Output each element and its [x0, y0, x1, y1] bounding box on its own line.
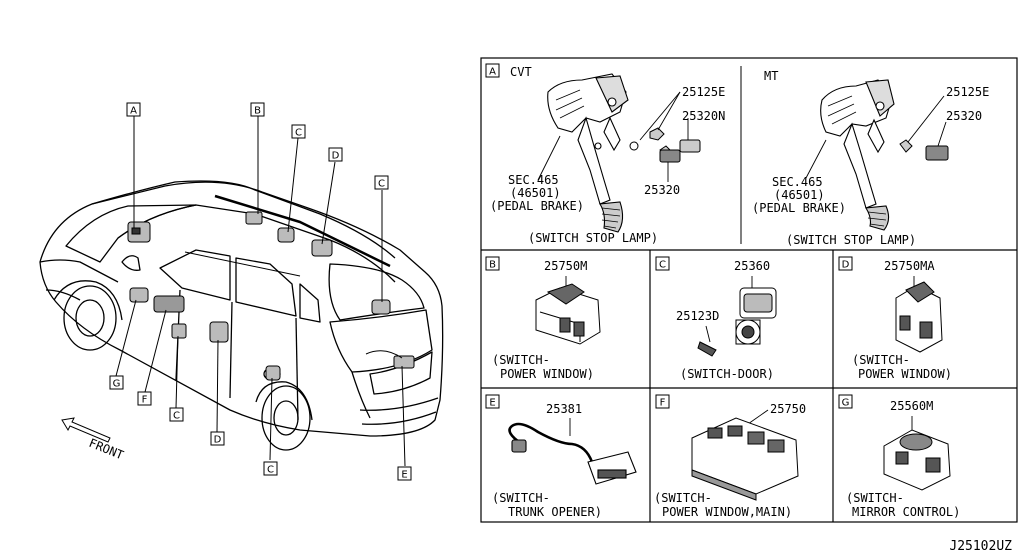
- mirror-control-switch-drawing: [883, 429, 951, 491]
- svg-text:G: G: [842, 398, 850, 409]
- car-illustration: [39, 180, 444, 451]
- svg-text:F: F: [660, 398, 666, 409]
- car-tag-e: E: [397, 466, 412, 481]
- panel-b-part: 25750M: [544, 259, 587, 273]
- car-leader-lines: [115, 116, 406, 467]
- panel-a-mt-title: MT: [764, 69, 778, 83]
- cvt-caption: (SWITCH STOP LAMP): [528, 231, 658, 245]
- panel-c-caption: (SWITCH-DOOR): [680, 367, 774, 381]
- mt-part-25320: 25320: [946, 109, 982, 123]
- svg-text:E: E: [401, 470, 407, 481]
- panel-b-caption-2: POWER WINDOW): [500, 367, 594, 381]
- cvt-pedal-drawing: [547, 73, 629, 233]
- panel-f-caption-1: (SWITCH-: [654, 491, 712, 505]
- svg-text:D: D: [842, 260, 850, 271]
- panel-c-part: 25360: [734, 259, 770, 273]
- svg-text:C: C: [267, 465, 274, 476]
- mt-leader-lines: [805, 95, 947, 179]
- svg-text:B: B: [489, 260, 496, 271]
- panel-f-caption-2: POWER WINDOW,MAIN): [662, 505, 792, 519]
- cvt-leader-lines: [537, 91, 689, 182]
- svg-text:C: C: [173, 411, 180, 422]
- car-tag-c-side: C: [169, 407, 184, 422]
- car-tag-a: A: [126, 102, 141, 117]
- panel-g: G 25560M (SWITCH- MIRROR CONTROL): [838, 394, 960, 519]
- diagram-reference: J25102UZ: [949, 539, 1012, 554]
- panel-a: A CVT 25125E 25320N: [485, 63, 989, 247]
- panel-e-caption-2: TRUNK OPENER): [508, 505, 602, 519]
- panel-e-caption-1: (SWITCH-: [492, 491, 550, 505]
- cvt-sec-name: (PEDAL BRAKE): [490, 199, 584, 213]
- svg-text:G: G: [113, 379, 121, 390]
- panel-c-part2: 25123D: [676, 309, 719, 323]
- panel-f-part: 25750: [770, 402, 806, 416]
- panel-d: D 25750MA (SWITCH- POWER WINDOW): [838, 256, 952, 381]
- svg-text:D: D: [214, 435, 222, 446]
- panel-g-caption-2: MIRROR CONTROL): [852, 505, 960, 519]
- mt-sec-name: (PEDAL BRAKE): [752, 201, 846, 215]
- mt-pedal-drawing: [820, 79, 895, 231]
- car-tag-c-roof: C: [291, 124, 306, 139]
- mt-switch-parts: [899, 139, 949, 161]
- svg-text:A: A: [130, 106, 137, 117]
- panel-e: E 25381 (SWITCH- TRUNK OPENER): [485, 394, 637, 519]
- cvt-sec-code: (46501): [510, 186, 561, 200]
- cvt-switch-parts: [629, 127, 701, 163]
- mt-caption: (SWITCH STOP LAMP): [786, 233, 916, 247]
- front-arrow: FRONT: [61, 417, 126, 462]
- car-tag-c-rear: C: [374, 175, 389, 190]
- panel-d-caption-2: POWER WINDOW): [858, 367, 952, 381]
- car-tag-d-roof: D: [328, 147, 343, 162]
- svg-text:C: C: [659, 260, 666, 271]
- car-tag-d-side: D: [210, 431, 225, 446]
- cvt-part-25125e: 25125E: [682, 85, 725, 99]
- power-window-switch-b-drawing: [535, 283, 601, 345]
- svg-text:C: C: [295, 128, 302, 139]
- car-tag-c-bottom: C: [263, 461, 278, 476]
- svg-text:D: D: [332, 151, 340, 162]
- car-switch-markers: [127, 211, 415, 381]
- panel-a-cvt-title: CVT: [510, 65, 532, 79]
- panel-d-caption-1: (SWITCH-: [852, 353, 910, 367]
- door-switch-drawing: [697, 287, 777, 357]
- car-tag-g: G: [109, 375, 124, 390]
- panel-b: B 25750M (SWITCH- POWER WINDOW): [485, 256, 601, 381]
- trunk-opener-switch-drawing: [508, 422, 637, 485]
- svg-text:C: C: [378, 179, 385, 190]
- car-tag-f: F: [137, 391, 152, 406]
- panel-grid: [480, 57, 1018, 523]
- mt-sec: SEC.465: [772, 175, 823, 189]
- svg-text:F: F: [142, 395, 148, 406]
- car-tags: A B C D C C D C E F G: [109, 102, 412, 481]
- svg-text:B: B: [254, 106, 261, 117]
- panel-e-part: 25381: [546, 402, 582, 416]
- mt-sec-code: (46501): [774, 188, 825, 202]
- cvt-part-25320n: 25320N: [682, 109, 725, 123]
- panel-d-part: 25750MA: [884, 259, 935, 273]
- panel-a-tag: A: [489, 67, 496, 78]
- mt-part-25125e: 25125E: [946, 85, 989, 99]
- svg-text:E: E: [489, 398, 495, 409]
- cvt-sec: SEC.465: [508, 173, 559, 187]
- panel-c: C 25360 25123D (SWITCH-DOOR): [655, 256, 777, 381]
- power-window-switch-d-drawing: [895, 281, 943, 353]
- panel-f: F 25750 (SWITCH- POWER WINDOW,MAIN): [654, 394, 806, 519]
- panel-b-caption-1: (SWITCH-: [492, 353, 550, 367]
- cvt-part-25320: 25320: [644, 183, 680, 197]
- panel-g-part: 25560M: [890, 399, 933, 413]
- car-tag-b: B: [250, 102, 265, 117]
- panel-g-caption-1: (SWITCH-: [846, 491, 904, 505]
- main-power-window-switch-drawing: [691, 417, 799, 501]
